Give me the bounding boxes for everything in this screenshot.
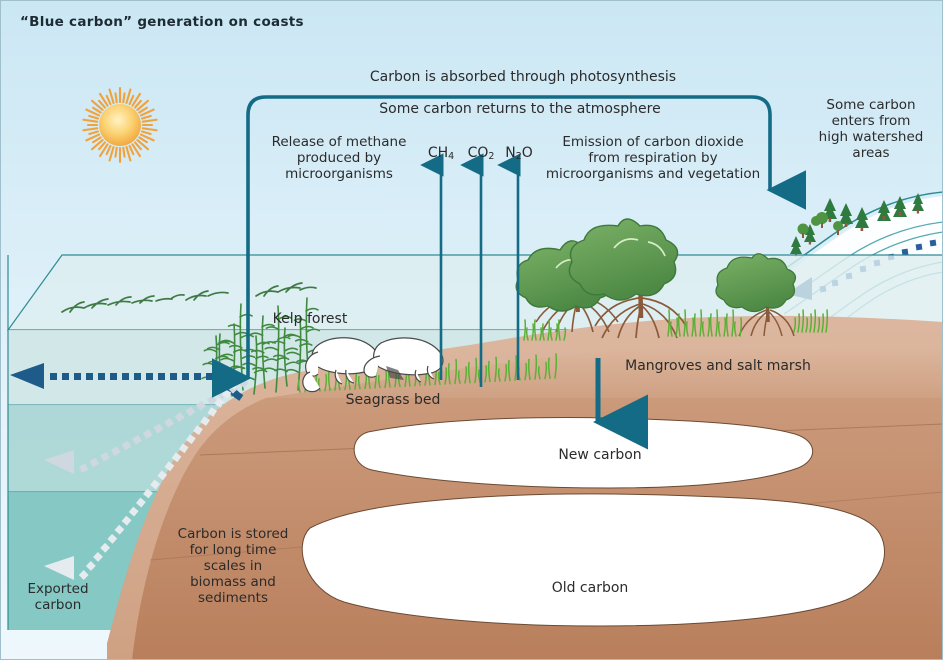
stored-carbon-label: Carbon is stored for long time scales in…	[177, 526, 289, 606]
kelp-forest-label: Kelp forest	[272, 311, 348, 327]
seagrass-bed-label: Seagrass bed	[345, 392, 441, 408]
photosynthesis-arrow	[212, 95, 806, 398]
old-carbon-pool	[301, 493, 885, 627]
returns-label: Some carbon returns to the atmosphere	[379, 101, 661, 117]
exported-carbon-label: Exported carbon	[27, 581, 89, 613]
co2-formula: CO2	[467, 144, 495, 162]
mangroves-label: Mangroves and salt marsh	[625, 358, 811, 374]
ch4-formula: CH4	[427, 144, 455, 162]
old-carbon-label: Old carbon	[551, 580, 629, 596]
new-carbon-label: New carbon	[558, 447, 642, 463]
page-title: “Blue carbon” generation on coasts	[20, 14, 304, 30]
emission-label: Emission of carbon dioxide from respirat…	[545, 134, 761, 182]
photosynthesis-label: Carbon is absorbed through photosynthesi…	[369, 69, 677, 85]
gas-flux-arrows	[420, 153, 521, 387]
methane-label: Release of methane produced by microorga…	[271, 134, 407, 182]
dotted-arrow-left-icon	[44, 380, 239, 580]
sun-icon	[82, 86, 158, 164]
watershed-label: Some carbon enters from high watershed a…	[818, 97, 924, 161]
new-carbon-pool	[353, 417, 814, 489]
n2o-formula: N2O	[505, 144, 533, 162]
